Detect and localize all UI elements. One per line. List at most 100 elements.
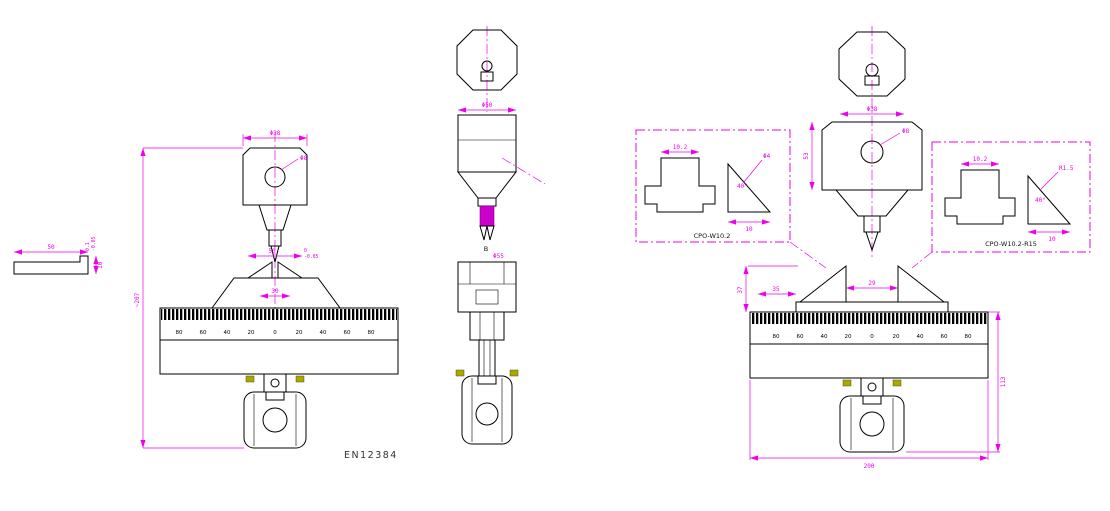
side-head-block <box>457 114 517 173</box>
detail-left-insert-profile <box>644 157 716 213</box>
side-pad-right <box>509 369 519 377</box>
detail-right-insert-profile <box>944 169 1016 225</box>
rear-wedge-height-dim: 37 <box>737 286 744 294</box>
rear-head-block <box>821 121 923 191</box>
gauge-step-dim: 10 <box>97 261 104 269</box>
ruler-number: 20 <box>893 334 900 340</box>
ruler-number: 20 <box>248 330 255 336</box>
front-tab <box>263 373 287 393</box>
front-body-block <box>159 339 399 375</box>
side-carrier-dim: Φ55 <box>493 253 504 260</box>
ruler-number: 80 <box>773 334 780 340</box>
side-mid-block <box>469 311 505 341</box>
ruler-number: 20 <box>296 330 303 336</box>
front-hole-leader <box>280 158 299 171</box>
side-carrier-block <box>457 261 517 313</box>
detail-right-radius-leader <box>1039 171 1059 191</box>
gauge-tolerance-lower: -0.05 <box>91 236 97 251</box>
standard-label: EN12384 <box>344 450 398 461</box>
side-view: Φ50 B Φ55 <box>455 26 546 445</box>
ruler-number: 80 <box>176 330 183 336</box>
side-tip-mark: B <box>484 245 488 253</box>
ruler-number: 40 <box>320 330 327 336</box>
front-pad-right <box>295 375 305 383</box>
rear-ruler-numbers: 80 60 40 20 0 20 40 60 80 <box>773 334 972 340</box>
front-head-hole <box>264 166 286 188</box>
detail-right-radius-dim: R1.5 <box>1059 165 1074 172</box>
detail-left-hole-dim: Φ4 <box>763 153 771 160</box>
detail-right-frame <box>931 141 1091 253</box>
rear-head-hole <box>860 140 884 164</box>
front-ruler-ticks <box>161 309 397 320</box>
side-stem <box>477 197 497 207</box>
rear-ruler-ticks <box>751 313 987 324</box>
detail-box-right: 10.2 R1.5 40° 10 CPO-W10.2-R15 <box>931 141 1091 253</box>
side-leader-dashdot <box>501 157 546 185</box>
rear-view: Φ38 Φ8 53 10.2 40° Φ4 10 CPO-W10.2 10.2 <box>635 26 1091 470</box>
gauge-detail-view: 50 10 0.1 -0.05 <box>13 236 104 275</box>
rear-pad-left <box>842 379 852 387</box>
rear-base-width-dim: 200 <box>864 463 875 470</box>
detail-left-angle-dim: 40° <box>737 183 748 190</box>
front-clamp-notch <box>265 391 285 401</box>
front-anvil-width-dim: 50 <box>268 248 276 255</box>
rear-clamp-hole <box>859 411 885 437</box>
front-pad-left <box>245 375 255 383</box>
front-neck <box>258 204 292 231</box>
detail-box-left: 10.2 40° Φ4 10 CPO-W10.2 <box>635 129 791 243</box>
detail-right-wedge-section <box>1027 174 1072 225</box>
rear-wedge-right <box>897 264 946 303</box>
ruler-number: 40 <box>917 334 924 340</box>
front-hole-dim: Φ8 <box>300 155 308 162</box>
detail-left-label: CPO-W10.2 <box>694 232 731 240</box>
ruler-number: 40 <box>821 334 828 340</box>
gauge-tolerance-upper: 0.1 <box>85 242 91 251</box>
ruler-number: 60 <box>797 334 804 340</box>
front-head-width-dim: Φ38 <box>270 130 281 137</box>
ruler-number: 20 <box>845 334 852 340</box>
gauge-profile-outline <box>13 255 89 275</box>
detail-left-width-dim: 10.2 <box>673 144 688 151</box>
detail-right-angle-dim: 40° <box>1035 197 1046 204</box>
detail-right-thickness-dim: 10 <box>1048 236 1056 243</box>
rear-base-height-dim: 113 <box>1000 376 1007 387</box>
rear-wedge-base-dim: 35 <box>772 286 780 293</box>
rear-pad-right <box>892 379 902 387</box>
detail-left-hole-leader <box>743 159 763 183</box>
gauge-width-dim: 50 <box>47 244 55 251</box>
front-clamp-hole <box>262 407 288 433</box>
detail-right-connector <box>911 251 933 269</box>
side-carrier-slot <box>475 289 499 305</box>
ruler-number: 80 <box>368 330 375 336</box>
ruler-number: 40 <box>224 330 231 336</box>
front-tab-hole <box>270 378 280 388</box>
side-knob-hole <box>481 60 493 72</box>
detail-right-width-dim: 10.2 <box>973 156 988 163</box>
front-wedge-right <box>277 261 304 279</box>
side-prong-left <box>479 225 488 241</box>
rear-tab <box>860 377 884 397</box>
ruler-number: 0 <box>870 334 874 340</box>
rear-wedge-left <box>798 264 847 303</box>
front-anvil-tol-upper: 0 <box>304 248 307 254</box>
rear-knob-key <box>864 75 880 86</box>
side-tip-highlight <box>479 205 495 227</box>
side-pad-left <box>455 369 465 377</box>
rear-tab-hole <box>867 382 877 392</box>
rear-head-height-dim: 53 <box>803 152 810 160</box>
side-shaft-dim: Φ50 <box>482 102 493 109</box>
rear-wedge-gap-dim: 29 <box>868 280 876 287</box>
side-prong-right <box>486 225 495 241</box>
ruler-number: 80 <box>965 334 972 340</box>
side-clamp-notch <box>477 375 497 385</box>
rear-head-width-dim: Φ38 <box>867 106 878 113</box>
rear-wedge-plate <box>795 301 949 313</box>
rear-clamp-notch <box>862 395 882 405</box>
detail-left-thickness-dim: 10 <box>745 226 753 233</box>
detail-left-connector <box>789 241 827 269</box>
detail-right-label: CPO-W10.2-R15 <box>985 240 1037 248</box>
ruler-number: 60 <box>941 334 948 340</box>
side-clamp-hole <box>475 402 499 426</box>
